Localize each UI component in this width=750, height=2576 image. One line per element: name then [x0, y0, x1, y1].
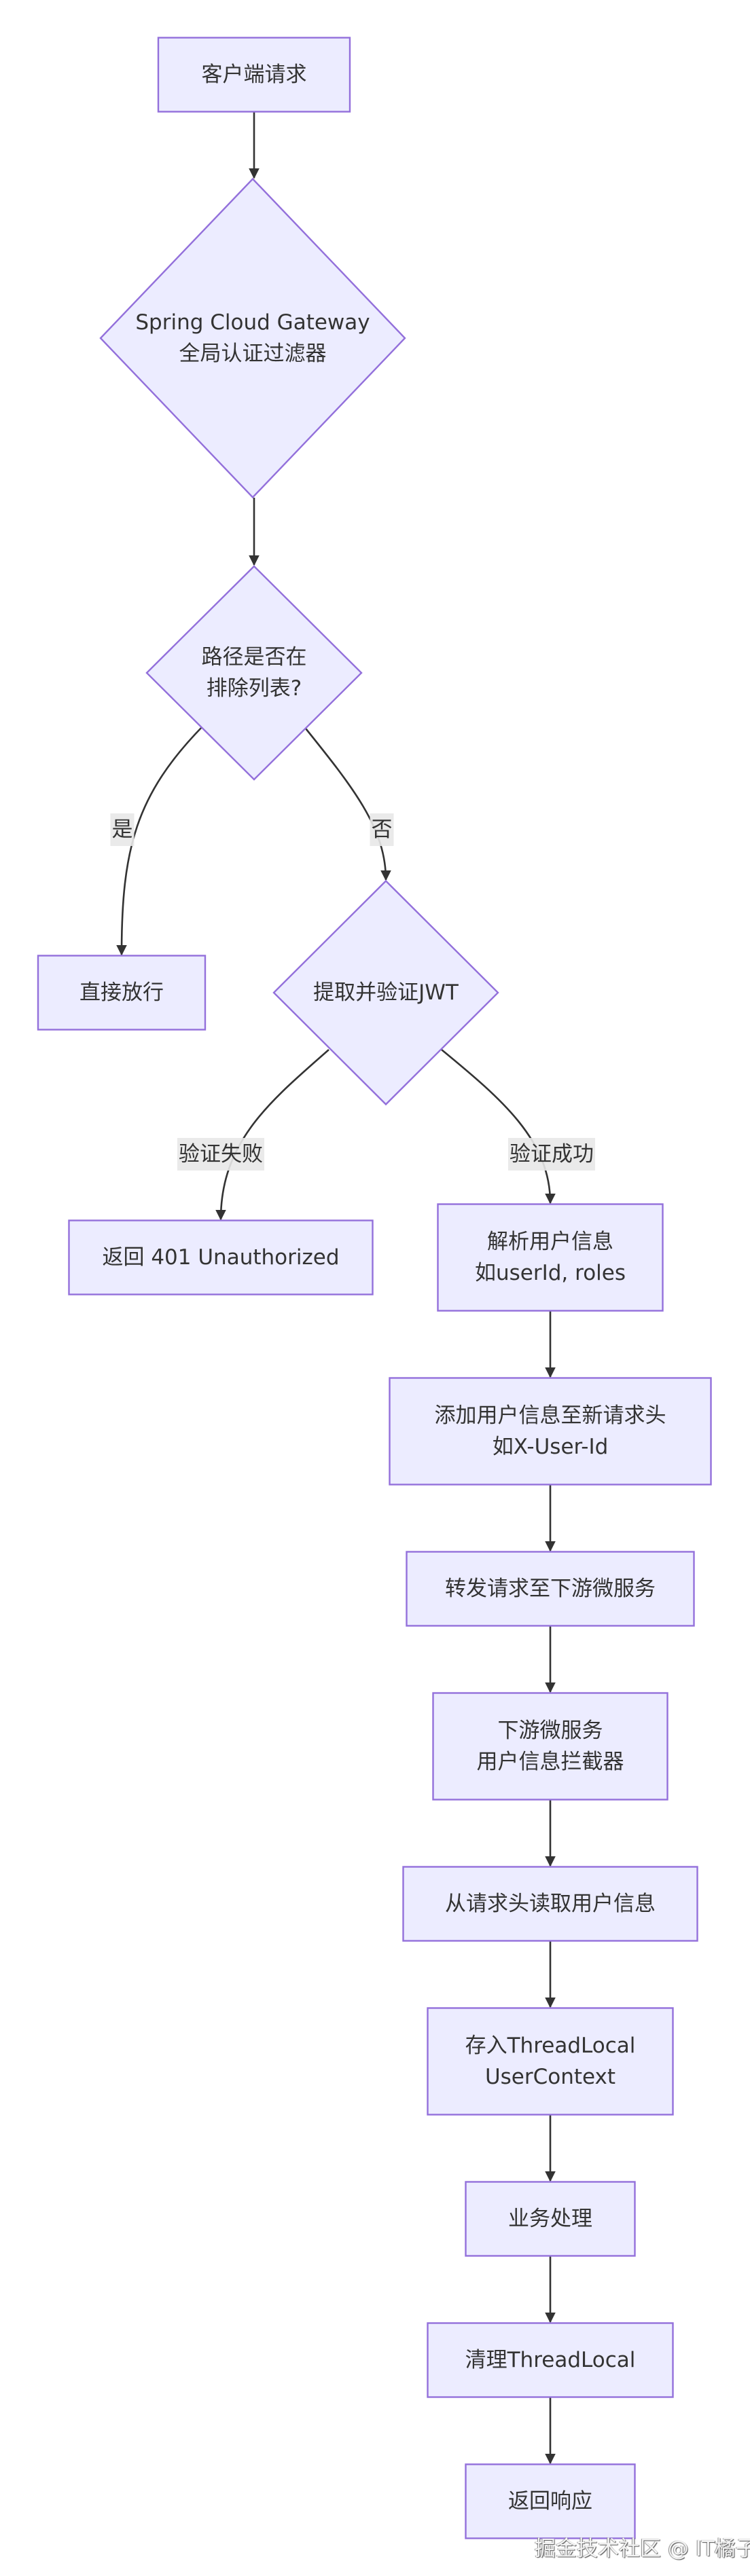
node-label: 客户端请求 — [202, 62, 307, 87]
watermark: 掘金技术社区 @ IT橘子皮 — [535, 2537, 750, 2561]
node-label: Spring Cloud Gateway — [135, 310, 370, 335]
edge-label-background — [508, 1138, 595, 1171]
node-cleanup: 清理ThreadLocal — [427, 2322, 674, 2398]
edge-label: 验证失败 — [177, 1138, 264, 1171]
edge-label: 否 — [370, 813, 394, 846]
edge-label-background — [370, 813, 394, 846]
node-pass: 直接放行 — [37, 955, 207, 1031]
node-label: 从请求头读取用户信息 — [445, 1892, 656, 1916]
node-label: 路径是否在 — [202, 645, 307, 669]
edge-excluded-to-verify — [302, 724, 391, 881]
process-box — [427, 2322, 674, 2398]
node-unauth: 返回 401 Unauthorized — [68, 1219, 374, 1295]
node-label: 清理ThreadLocal — [465, 2348, 636, 2372]
node-label: 返回 401 Unauthorized — [102, 1245, 339, 1270]
process-box — [402, 1866, 698, 1942]
node-label: 下游微服务 — [498, 1718, 603, 1743]
node-label: 如userId, roles — [475, 1261, 626, 1285]
node-label: 提取并验证JWT — [313, 980, 459, 1005]
edge-label-text: 验证失败 — [179, 1142, 263, 1166]
node-label: 全局认证过滤器 — [179, 342, 327, 366]
node-verify: 提取并验证JWT — [272, 879, 499, 1106]
node-label: 排除列表? — [207, 676, 302, 701]
node-label: 添加用户信息至新请求头 — [435, 1403, 666, 1428]
process-box — [37, 955, 207, 1031]
node-label: 业务处理 — [508, 2207, 592, 2231]
node-label: 解析用户信息 — [487, 1230, 613, 1254]
edge-label-background — [110, 813, 135, 846]
process-box — [465, 2463, 636, 2539]
decision-diamond — [145, 565, 363, 781]
edge-label-text: 验证成功 — [510, 1142, 594, 1166]
edge-label: 验证成功 — [508, 1138, 595, 1171]
process-box — [465, 2181, 636, 2257]
node-label: UserContext — [485, 2065, 615, 2089]
node-label: 用户信息拦截器 — [477, 1750, 624, 1774]
process-box — [389, 1377, 712, 1486]
node-label: 返回响应 — [508, 2489, 592, 2514]
node-label: 直接放行 — [79, 980, 164, 1005]
node-business: 业务处理 — [465, 2181, 636, 2257]
process-box — [432, 1692, 668, 1801]
decision-diamond — [272, 879, 499, 1106]
edge-label-text: 是 — [112, 817, 133, 842]
edge-label: 是 — [110, 813, 135, 846]
node-response: 返回响应 — [465, 2463, 636, 2539]
edges-layer — [116, 112, 556, 2465]
node-label: 如X-User-Id — [493, 1435, 609, 1459]
edge-verify-to-parse — [441, 1048, 556, 1204]
edge-excluded-to-pass — [116, 724, 204, 956]
decision-diamond — [99, 177, 406, 499]
node-label: 转发请求至下游微服务 — [445, 1577, 656, 1601]
node-gateway: Spring Cloud Gateway 全局认证过滤器 — [99, 177, 406, 499]
nodes-layer: 客户端请求 Spring Cloud Gateway 全局认证过滤器路径是否在排除列… — [37, 37, 712, 2539]
process-box — [427, 2007, 674, 2116]
edge-label-background — [177, 1138, 264, 1171]
process-box — [437, 1203, 664, 1312]
process-box — [68, 1219, 374, 1295]
node-label: 存入ThreadLocal — [465, 2034, 636, 2058]
process-box — [157, 37, 351, 113]
edge-verify-to-unauth — [215, 1049, 329, 1221]
process-box — [406, 1551, 695, 1627]
node-readheader: 从请求头读取用户信息 — [402, 1866, 698, 1942]
node-client: 客户端请求 — [157, 37, 351, 113]
edge-label-text: 否 — [372, 817, 393, 842]
node-forward: 转发请求至下游微服务 — [406, 1551, 695, 1627]
